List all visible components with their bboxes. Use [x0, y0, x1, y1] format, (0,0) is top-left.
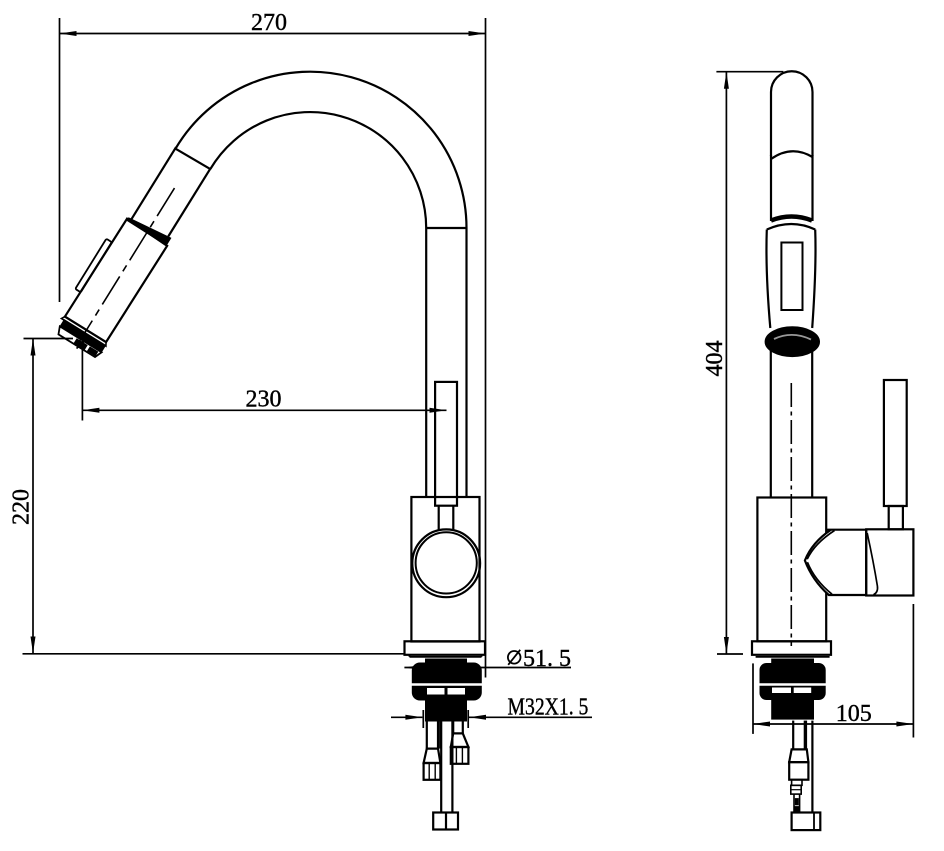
- svg-text:404: 404: [702, 341, 728, 377]
- svg-text:270: 270: [251, 10, 287, 36]
- svg-text:51. 5: 51. 5: [523, 646, 571, 672]
- svg-text:230: 230: [246, 387, 282, 413]
- svg-text:105: 105: [836, 701, 872, 727]
- svg-text:M32X1. 5: M32X1. 5: [508, 693, 589, 720]
- svg-text:220: 220: [9, 489, 35, 525]
